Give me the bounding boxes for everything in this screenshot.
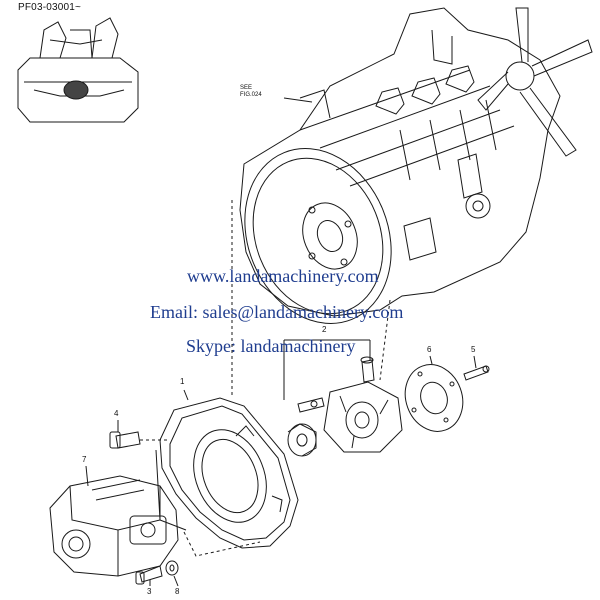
callout-1: 1 [180,377,185,386]
callout-7: 7 [82,455,87,464]
drawing-code: PF03-03001~ [18,2,82,13]
callout-6: 6 [427,345,432,354]
callout-4: 4 [114,409,119,418]
watermark-skype: Skype: landamachinery [186,336,356,356]
bolt-3-and-washer-8 [135,560,179,585]
hydraulic-pump [49,475,179,577]
bolt-5 [463,365,490,381]
callout-5: 5 [471,345,476,354]
callout-2: 2 [322,325,327,334]
bolt-4 [109,431,141,449]
see-ref-line2: FIG.024 [240,92,262,98]
coupling-assembly [287,381,403,457]
callout-3: 3 [147,587,152,596]
flywheel [244,148,392,324]
cooling-fan [477,7,593,157]
watermark-website: www.landamachinery.com [187,266,379,286]
machine-locator-thumbnail [17,17,139,123]
drive-plate [404,364,464,432]
watermark-email: Email: sales@landamachinery.com [150,302,404,322]
assembly-guide-lines [140,200,391,557]
see-ref-line1: SEE [240,85,253,91]
coupling-bolts [297,356,375,413]
callout-leaders [85,97,477,587]
callout-8: 8 [175,587,180,596]
